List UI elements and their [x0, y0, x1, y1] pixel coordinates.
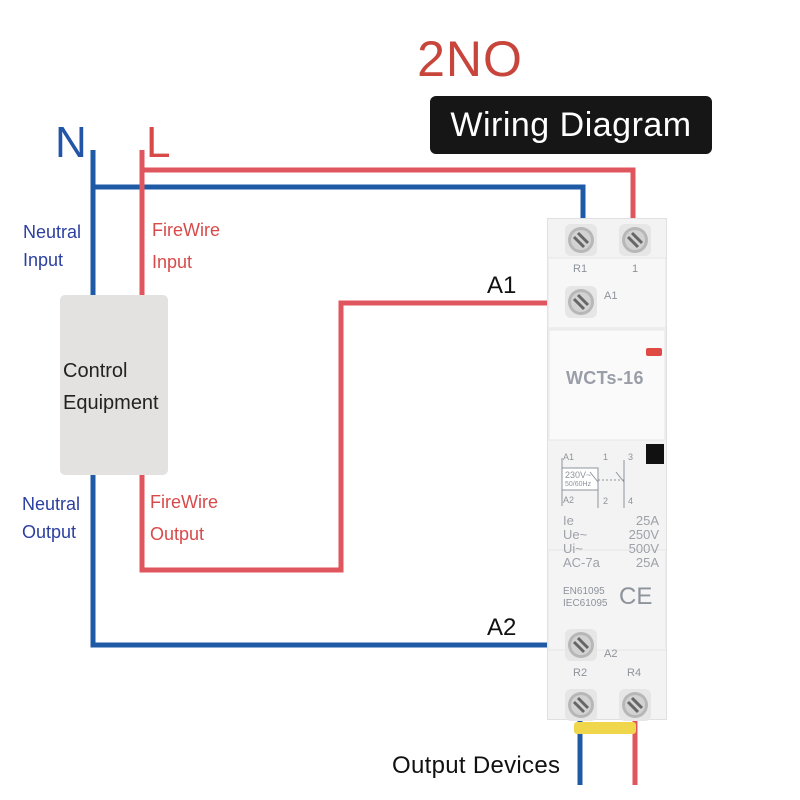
schematic-c4: 4 [628, 496, 634, 506]
live-label: L [146, 118, 171, 167]
terminal-r2-label: R2 [573, 667, 588, 679]
a1-label: A1 [487, 272, 517, 299]
terminal-1-label: 1 [632, 263, 639, 275]
live-wire-output-to-a1 [139, 300, 580, 573]
standard-en: EN61095 [563, 586, 605, 597]
terminal-r4-label: R4 [627, 667, 642, 679]
ce-mark: CE [619, 583, 653, 610]
spec-row: Ui~500V [563, 541, 659, 556]
neutral-label: N [55, 118, 87, 167]
type-label: 2NO [417, 31, 523, 87]
schematic-freq: 50/60Hz [565, 481, 592, 488]
output-devices-label: Output Devices [392, 752, 561, 779]
control-equipment-box [60, 295, 168, 475]
schematic-c2: 2 [603, 496, 609, 506]
terminal-r1-label: R1 [573, 263, 588, 275]
manual-toggle [646, 444, 664, 464]
terminal-a1-label: A1 [604, 290, 618, 302]
schematic-c1: 1 [603, 452, 609, 462]
a2-label: A2 [487, 614, 517, 641]
contact-schematic [561, 458, 625, 508]
schematic-coil: 230V~ [565, 470, 592, 480]
wiring-diagram-banner: Wiring Diagram [430, 96, 712, 154]
schematic-a1: A1 [563, 452, 575, 462]
schematic-a2: A2 [563, 495, 575, 505]
model-name: WCTs-16 [566, 368, 644, 388]
standard-iec: IEC61095 [563, 598, 608, 609]
spec-row: Ue~250V [563, 527, 659, 542]
status-indicator [646, 348, 662, 356]
neutral-wire-output-to-a2 [90, 475, 580, 648]
terminal-a2-label: A2 [604, 648, 618, 660]
live-wire-to-terminal-1 [142, 167, 636, 240]
terminal-screws [565, 224, 651, 721]
contactor-details [547, 224, 667, 734]
schematic-c3: 3 [628, 452, 634, 462]
